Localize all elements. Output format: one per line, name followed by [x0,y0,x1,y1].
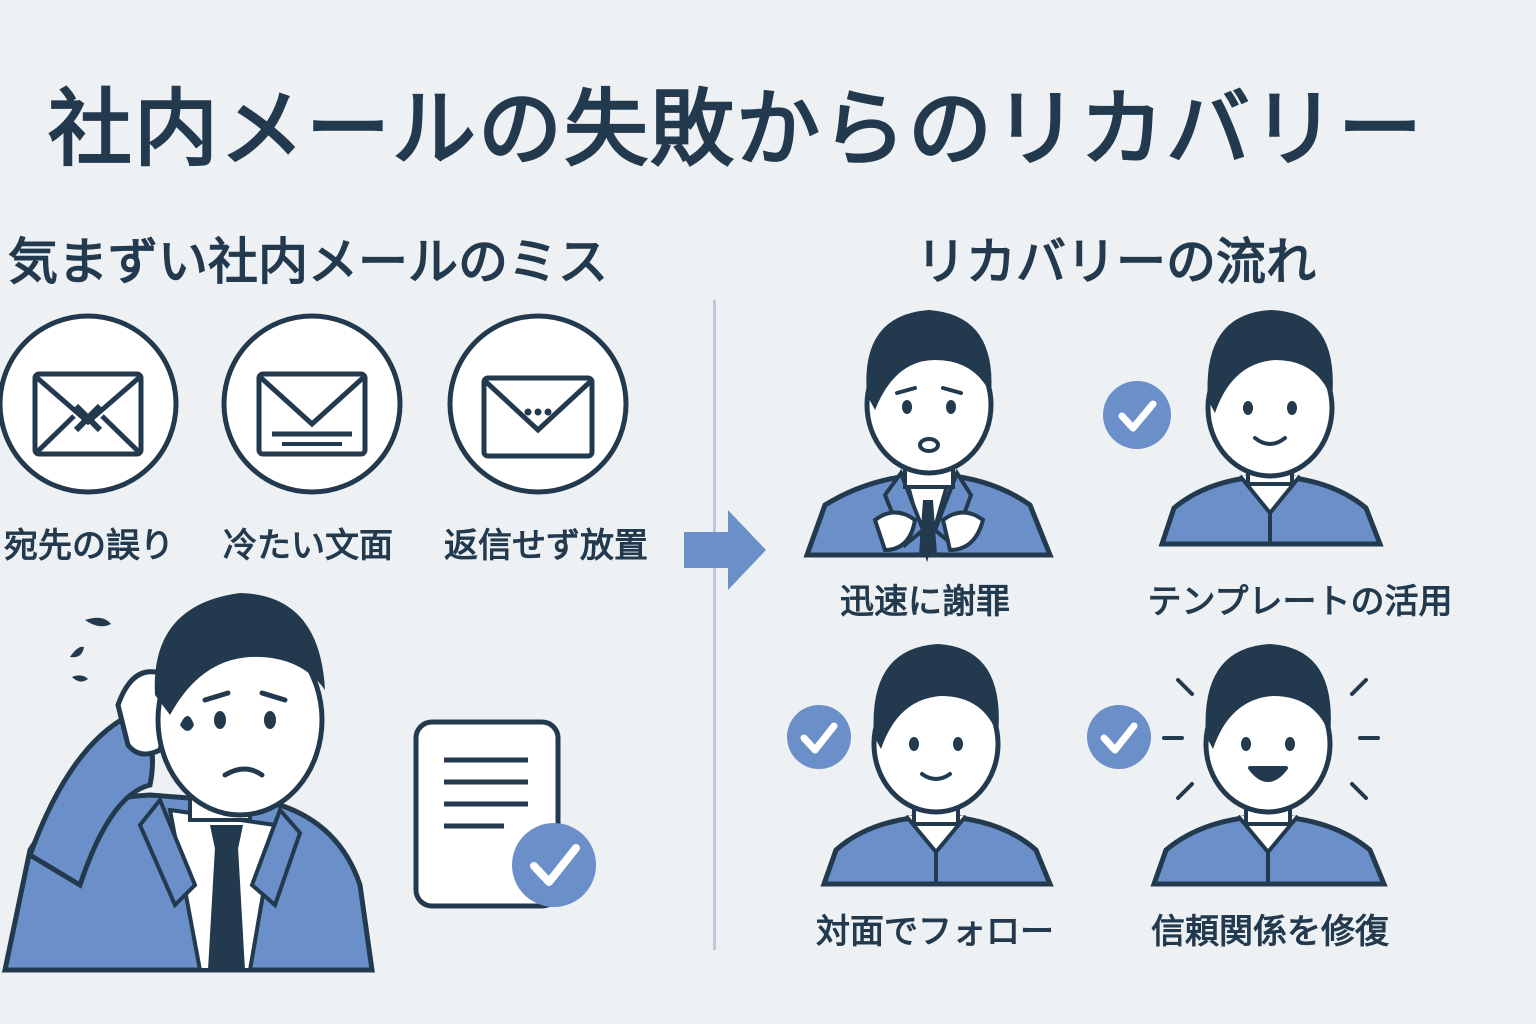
document-check-icon [413,719,596,909]
mistake-label-wrong-recipient: 宛先の誤り [4,526,174,566]
arrow-right-icon [684,510,766,590]
sparkle-lines-icon [1162,678,1380,800]
step-label-face-to-face-follow-up: 対面でフォロー [816,912,1054,952]
worried-man-illustration [1,593,375,973]
step-label-quick-apology: 迅速に謝罪 [840,582,1010,622]
envelope-dots-icon [447,313,629,495]
step-label-use-template: テンプレートの活用 [1147,582,1453,622]
apologizing-man-illustration [803,310,1054,563]
happy-man-illustration-step4 [1150,644,1388,887]
right-section-heading: リカバリーの流れ [916,233,1316,291]
check-badge-icon-step3 [787,705,851,769]
mistake-label-cold-tone: 冷たい文面 [223,526,393,566]
check-badge-icon-step4 [1087,705,1151,769]
envelope-lines-icon [221,313,403,495]
page-title: 社内メールの失敗からのリカバリー [48,80,1425,178]
man-illustration-step3 [820,644,1054,887]
mistake-label-no-reply: 返信せず放置 [444,526,648,566]
check-badge-icon-step2 [1103,381,1171,449]
left-section-heading: 気まずい社内メールのミス [8,233,608,291]
step-label-restore-trust: 信頼関係を修復 [1151,912,1389,952]
envelope-x-icon [0,313,179,495]
smiling-man-illustration-step2 [1158,310,1384,547]
section-divider [713,300,716,950]
